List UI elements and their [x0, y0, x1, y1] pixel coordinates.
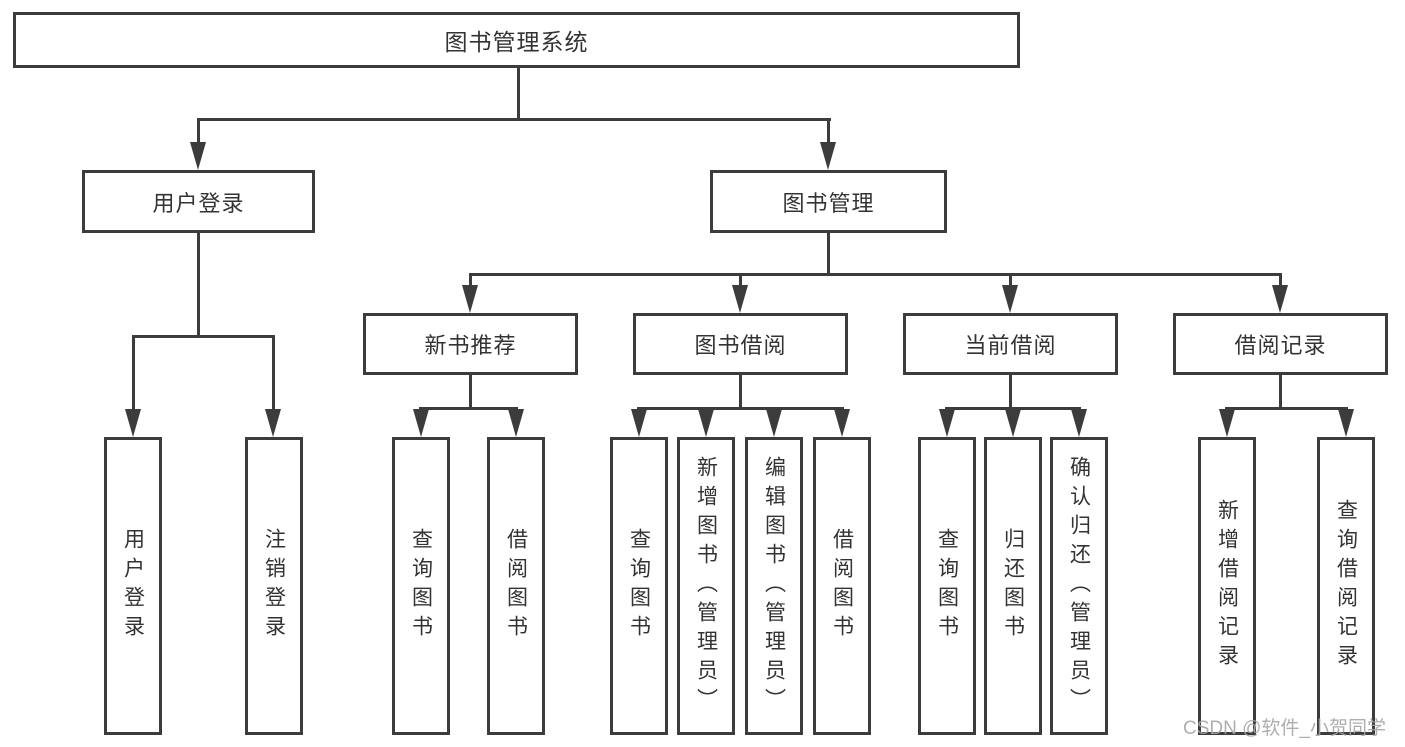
- node-borrow-record: 借阅记录: [1173, 313, 1388, 375]
- node-root: 图书管理系统: [13, 12, 1020, 68]
- node-rec-borrow-book: 借阅图书: [487, 437, 545, 735]
- connector-borrow-record-split: [1225, 407, 1348, 410]
- node-root-label: 图书管理系统: [444, 29, 589, 55]
- node-rec-borrow-book-label: 借阅图书: [504, 528, 528, 644]
- connector-drop-logout-leaf: [272, 335, 275, 411]
- connector-level2-split: [469, 273, 1282, 276]
- arrow-down-icon: [413, 409, 429, 437]
- connector-current-borrow-stem: [1009, 375, 1012, 409]
- arrow-down-icon: [508, 409, 524, 437]
- node-current-borrow-label: 当前借阅: [964, 333, 1057, 358]
- connector-new-book-rec-split: [419, 407, 518, 410]
- arrow-down-icon: [1002, 285, 1018, 313]
- node-new-book-rec-label: 新书推荐: [424, 333, 517, 358]
- connector-book-borrow-stem: [739, 375, 742, 409]
- arrow-down-icon: [1071, 409, 1087, 437]
- node-user-login-label: 用户登录: [152, 190, 245, 216]
- connector-root-stem: [517, 68, 520, 118]
- arrow-down-icon: [125, 409, 141, 437]
- arrow-down-icon: [1272, 285, 1288, 313]
- arrow-down-icon: [190, 142, 206, 170]
- node-rec-query-book: 查询图书: [392, 437, 450, 735]
- node-user-login-leaf: 用户登录: [104, 437, 162, 735]
- connector-new-book-rec-stem: [469, 375, 472, 409]
- node-book-mgmt-label: 图书管理: [782, 190, 875, 216]
- node-book-borrow-label: 图书借阅: [694, 333, 787, 358]
- connector-book-mgmt-stem: [827, 233, 830, 273]
- node-cb-confirm-return-label: 确认归还（管理员）: [1067, 455, 1091, 717]
- node-bb-borrow-book: 借阅图书: [813, 437, 871, 735]
- connector-current-borrow-split: [945, 407, 1081, 410]
- arrow-down-icon: [265, 409, 281, 437]
- watermark: CSDN @软件_小贺同学: [1183, 718, 1386, 739]
- connector-drop-login-leaf: [132, 335, 135, 411]
- node-bb-add-book-label: 新增图书（管理员）: [694, 455, 718, 717]
- node-book-mgmt: 图书管理: [710, 170, 947, 233]
- node-br-add-record-label: 新增借阅记录: [1215, 499, 1239, 673]
- connector-drop-new-book-rec: [469, 273, 472, 289]
- node-bb-add-book: 新增图书（管理员）: [677, 437, 735, 735]
- connector-user-login-split: [132, 335, 275, 338]
- arrow-down-icon: [1005, 409, 1021, 437]
- node-cb-confirm-return: 确认归还（管理员）: [1050, 437, 1108, 735]
- arrow-down-icon: [939, 409, 955, 437]
- arrow-down-icon: [766, 409, 782, 437]
- node-cb-return-book-label: 归还图书: [1001, 528, 1025, 644]
- arrow-down-icon: [631, 409, 647, 437]
- connector-book-borrow-split: [637, 407, 844, 410]
- node-user-login-leaf-label: 用户登录: [121, 528, 145, 644]
- node-bb-query-book-label: 查询图书: [627, 528, 651, 644]
- node-book-borrow: 图书借阅: [633, 313, 848, 375]
- node-new-book-rec: 新书推荐: [363, 313, 578, 375]
- connector-drop-user-login: [197, 118, 200, 144]
- connector-drop-book-mgmt: [827, 118, 830, 144]
- node-bb-edit-book-label: 编辑图书（管理员）: [762, 455, 786, 717]
- arrow-down-icon: [1219, 409, 1235, 437]
- arrow-down-icon: [698, 409, 714, 437]
- node-logout-leaf: 注销登录: [245, 437, 303, 735]
- connector-drop-book-borrow: [739, 273, 742, 289]
- node-bb-borrow-book-label: 借阅图书: [830, 528, 854, 644]
- node-borrow-record-label: 借阅记录: [1234, 333, 1327, 358]
- node-bb-query-book: 查询图书: [610, 437, 668, 735]
- connector-level1-split: [197, 118, 831, 121]
- node-rec-query-book-label: 查询图书: [409, 528, 433, 644]
- node-current-borrow: 当前借阅: [903, 313, 1118, 375]
- node-br-query-record: 查询借阅记录: [1317, 437, 1375, 735]
- connector-drop-current-borrow: [1009, 273, 1012, 289]
- node-logout-leaf-label: 注销登录: [262, 528, 286, 644]
- connector-drop-borrow-record: [1279, 273, 1282, 289]
- node-br-query-record-label: 查询借阅记录: [1334, 499, 1358, 673]
- node-cb-query-book-label: 查询图书: [935, 528, 959, 644]
- arrow-down-icon: [1338, 409, 1354, 437]
- arrow-down-icon: [834, 409, 850, 437]
- connector-user-login-stem: [197, 233, 200, 335]
- node-cb-return-book: 归还图书: [984, 437, 1042, 735]
- node-bb-edit-book: 编辑图书（管理员）: [745, 437, 803, 735]
- arrow-down-icon: [732, 285, 748, 313]
- arrow-down-icon: [820, 142, 836, 170]
- arrow-down-icon: [462, 285, 478, 313]
- node-br-add-record: 新增借阅记录: [1198, 437, 1256, 735]
- node-user-login: 用户登录: [82, 170, 315, 233]
- connector-borrow-record-stem: [1279, 375, 1282, 409]
- node-cb-query-book: 查询图书: [918, 437, 976, 735]
